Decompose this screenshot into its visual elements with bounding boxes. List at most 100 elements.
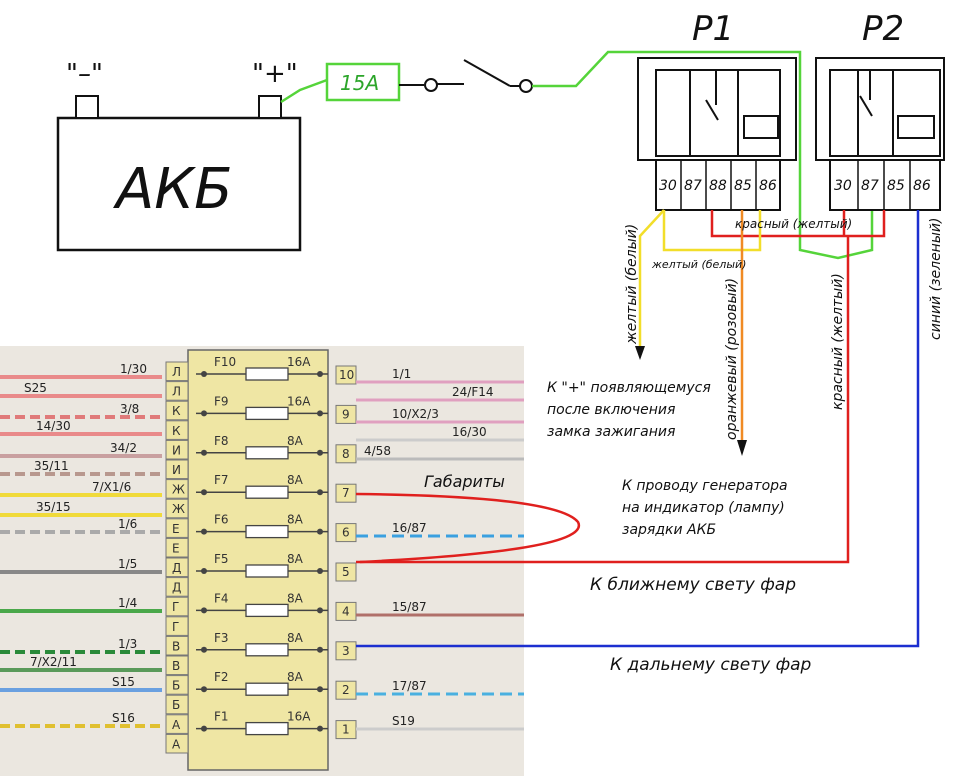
left-pin-letter: Ж <box>172 502 185 516</box>
fuse-rating: 8A <box>287 631 304 645</box>
wire-switch-relays <box>532 50 874 260</box>
note-generator-line-3: зарядки АКБ <box>622 522 716 538</box>
left-pin-cell <box>165 635 189 656</box>
right-pin-cell <box>335 523 357 543</box>
label-red-yellow-vertical: красный (желтый) <box>830 273 846 410</box>
left-pin-letter: Е <box>172 522 180 536</box>
wire-blue-high-beam <box>356 210 920 648</box>
battery-minus-label: "–" <box>66 59 103 89</box>
left-wire-label: 1/3 <box>118 637 137 651</box>
note-ignition-line-3: замка зажигания <box>547 424 675 440</box>
left-pin-cell <box>165 714 189 734</box>
switch-lever <box>463 59 511 87</box>
right-pin-cell <box>335 404 357 424</box>
fuse-element <box>245 643 289 657</box>
left-pin-cell <box>165 537 189 558</box>
left-wire-label: 35/11 <box>34 459 69 473</box>
relay-p2: P2 30 87 85 86 <box>815 9 945 211</box>
note-generator: К проводу генератора на индикатор (лампу… <box>622 478 788 538</box>
left-pin-letter: Г <box>172 620 179 634</box>
right-pin-number: 10 <box>339 368 354 382</box>
left-wire-label: 7/X1/6 <box>92 480 131 494</box>
left-pin-cell <box>165 577 189 597</box>
right-pin-number: 1 <box>342 723 350 737</box>
right-pin-cell <box>335 365 357 385</box>
left-pin-letter: Ж <box>172 483 185 497</box>
wire-red-gabarity-loop <box>355 492 581 564</box>
note-generator-line-2: на индикатор (лампу) <box>622 500 785 516</box>
right-pin-number: 7 <box>342 486 350 500</box>
switch-contact-right <box>519 79 533 93</box>
left-pin-cell <box>165 439 189 460</box>
battery-plus-label: "+" <box>252 59 298 89</box>
left-wire-label: 1/30 <box>120 362 147 376</box>
relay-p1-pin-88: 88 <box>709 178 727 194</box>
battery-label: АКБ <box>113 157 232 222</box>
left-pin-cell <box>165 518 189 538</box>
wire-yellow-link <box>662 210 762 252</box>
wire-red-low-beam <box>356 236 850 564</box>
label-yellow-white-vertical: желтый (белый) <box>624 224 640 345</box>
relay-p1-pin-30: 30 <box>659 178 677 194</box>
note-gabarity: Габариты <box>424 472 505 491</box>
fuse-15a <box>325 62 401 102</box>
left-pin-cell <box>165 400 189 421</box>
left-pin-cell <box>165 361 189 382</box>
left-pin-letter: А <box>172 718 181 732</box>
relay-p2-switch <box>859 95 873 117</box>
wire-yellow-ignition <box>638 209 665 346</box>
fuse-name: F6 <box>214 513 229 527</box>
right-wire-label: 4/58 <box>364 444 391 458</box>
left-pin-letter: А <box>172 737 181 751</box>
right-wire-label: 15/87 <box>392 600 427 614</box>
left-pin-cell <box>165 733 189 754</box>
relay-p1-switch <box>705 99 719 121</box>
left-wire-label: 7/X2/11 <box>30 655 77 669</box>
fuse-name: F7 <box>214 473 229 487</box>
right-pin-number: 5 <box>342 565 350 579</box>
main-power-circuit: 15A <box>280 50 874 260</box>
right-wire-label: 24/F14 <box>452 385 493 399</box>
relay-p2-pin-87: 87 <box>861 178 879 194</box>
wire-red-relay-link <box>710 210 886 238</box>
left-wire-label: 35/15 <box>36 500 71 514</box>
right-pin-cell <box>335 444 357 464</box>
fuse-element <box>245 446 289 460</box>
right-wire-label: 16/30 <box>452 425 487 439</box>
left-wire-label: S25 <box>24 381 47 395</box>
left-pin-letter: Е <box>172 541 180 555</box>
left-pin-cell <box>165 381 189 401</box>
left-wire-label: 3/8 <box>120 402 139 416</box>
left-wire-label: 1/5 <box>118 557 137 571</box>
label-orange-pink: оранжевый (розовый) <box>724 278 740 440</box>
left-pin-cell <box>165 596 189 617</box>
wire-battery-fuse <box>280 78 328 104</box>
fuse-name: F4 <box>214 591 229 605</box>
left-pin-cell <box>165 616 189 636</box>
fuse-name: F1 <box>214 710 229 724</box>
fuse-block-right-wires: 1/124/F1410/X2/316/304/5816/8715/8717/87… <box>356 367 524 731</box>
fuse-15a-label: 15A <box>340 71 379 95</box>
fuse-element <box>245 485 289 499</box>
note-generator-line-1: К проводу генератора <box>622 478 788 494</box>
relay-p2-label: P2 <box>862 9 904 49</box>
relay-p2-pin-85: 85 <box>887 178 905 194</box>
relay-p2-pin-30: 30 <box>834 178 852 194</box>
right-pin-cell <box>335 562 357 582</box>
battery-body <box>56 116 302 252</box>
relay-output-wires <box>355 209 920 648</box>
left-pin-letter: Л <box>172 385 181 399</box>
fuse-name: F5 <box>214 552 229 566</box>
relay-p1-pins <box>655 159 781 211</box>
right-pin-number: 9 <box>342 407 350 421</box>
left-pin-letter: Б <box>172 679 180 693</box>
fuse-element <box>245 406 289 421</box>
relay-p2-coil <box>897 115 935 139</box>
fuse-name: F2 <box>214 670 229 684</box>
relay-p1-pin-87: 87 <box>684 178 702 194</box>
switch-contact-left <box>424 78 438 92</box>
battery-minus-terminal <box>75 95 99 119</box>
